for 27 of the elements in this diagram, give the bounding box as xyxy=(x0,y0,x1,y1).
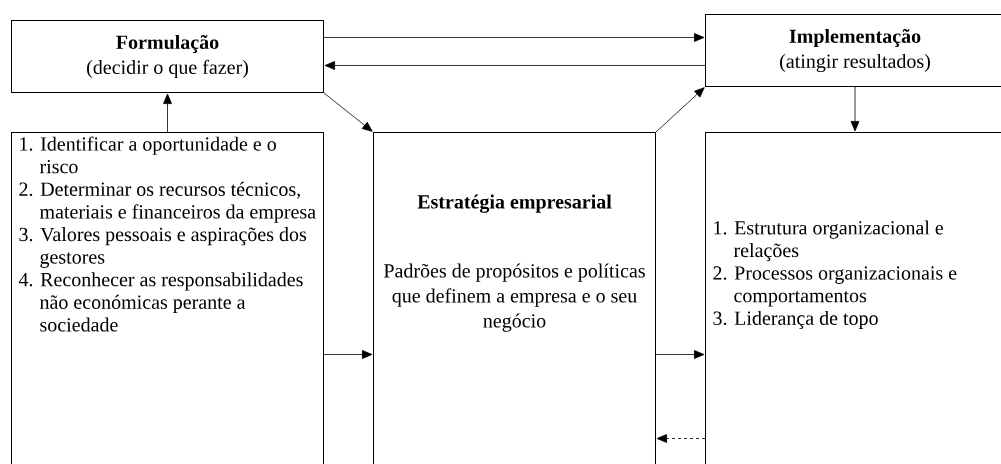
list-item: 3. Valores pessoais e aspirações dos gestores xyxy=(19,227,307,268)
heading: Formulação xyxy=(116,34,219,53)
description: (atingir resultados) xyxy=(780,53,930,73)
arrow xyxy=(655,350,705,359)
list-item: 4. Reconhecer as responsabilidades não económicas perante a sociedade xyxy=(18,272,303,332)
box xyxy=(11,132,324,464)
box xyxy=(11,20,324,93)
arrow xyxy=(323,92,373,132)
list-item: 3. Liderança de topo xyxy=(713,310,878,329)
list-item: 2. Processos organizacionais e comportamentos xyxy=(713,266,957,307)
arrow xyxy=(850,86,860,132)
arrow xyxy=(324,61,706,70)
arrow xyxy=(655,87,705,133)
list-item: 2. Determinar os recursos técnicos, materiais e financeiros da empresa xyxy=(19,181,316,223)
arrow xyxy=(323,350,373,359)
description: (decidir o que fazer) xyxy=(87,59,248,79)
heading: Estratégia empresarial xyxy=(417,194,612,213)
description: Padrões de propósitos e políticas que definem a empresa e o seu negócio xyxy=(384,263,645,332)
list-item: 1. Estrutura organizacional e relações xyxy=(714,220,944,262)
arrow xyxy=(323,33,705,42)
box xyxy=(705,14,1001,87)
arrow xyxy=(163,93,172,133)
heading: Implementação xyxy=(789,28,921,48)
arrow xyxy=(656,434,706,443)
box xyxy=(705,132,1001,464)
list-item: 1. Identificar a oportunidade e o risco xyxy=(20,136,276,174)
box xyxy=(373,132,656,464)
